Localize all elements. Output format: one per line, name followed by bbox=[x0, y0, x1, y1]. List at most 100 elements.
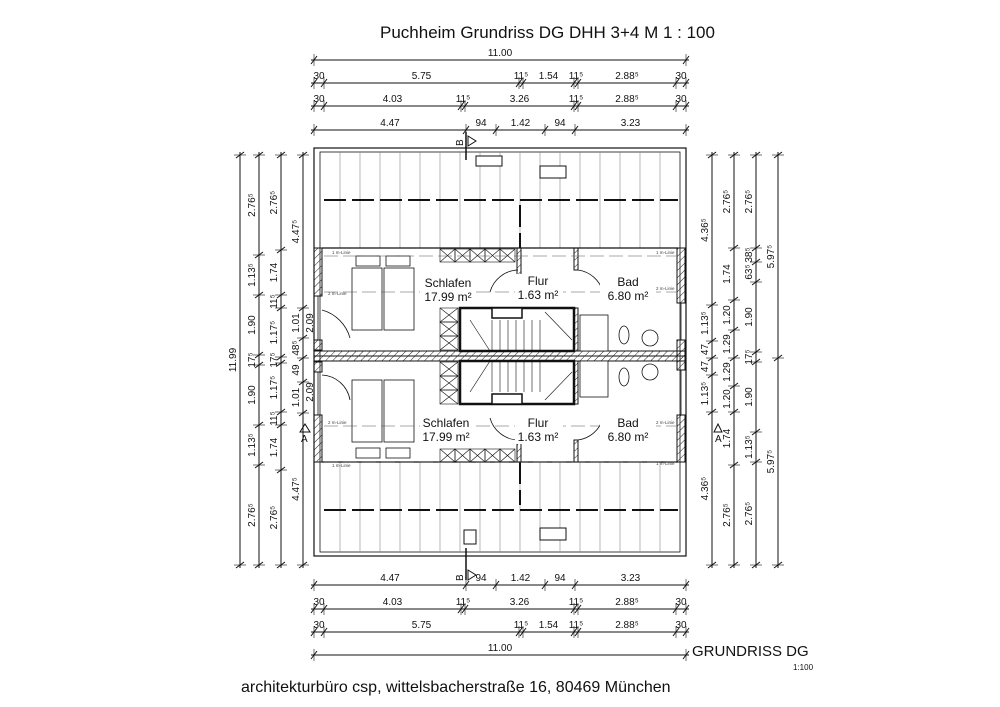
dimension-label: 5.75 bbox=[412, 620, 432, 631]
toilet bbox=[618, 325, 630, 345]
dimension-label: 2.76⁵ bbox=[722, 503, 733, 527]
dimension-label: 1.01 bbox=[291, 387, 302, 407]
dimension-label: 1.74 bbox=[269, 437, 280, 457]
dimension-label: 3.26 bbox=[510, 94, 530, 105]
dim-left-overall: 11.99 bbox=[228, 151, 246, 569]
dimension-label: 1.13⁵ bbox=[700, 311, 711, 335]
dimension-label: 94 bbox=[554, 573, 566, 584]
dimension-label: 11⁵ bbox=[569, 620, 584, 631]
dimension-label: 2.76⁵ bbox=[269, 191, 280, 215]
dimension-label: 30 bbox=[313, 71, 325, 82]
room-area-bad: 6.80 m² bbox=[608, 289, 649, 303]
dimension-label: 1.42 bbox=[511, 573, 531, 584]
dimension-label: 47 bbox=[700, 344, 711, 356]
dimension-label: 4.47⁵ bbox=[291, 220, 302, 244]
line-label-2m: 2 m-Linie bbox=[328, 420, 347, 425]
plan-scale: 1:100 bbox=[793, 663, 814, 672]
dimension-label: 2.88⁵ bbox=[615, 620, 639, 631]
dimension-label: 1.90 bbox=[744, 387, 755, 407]
dimension-label: 11⁵ bbox=[456, 94, 471, 105]
dimension-label: 5.97⁵ bbox=[766, 245, 777, 269]
dimension-label: 5.75 bbox=[412, 71, 432, 82]
dimension-label: 94 bbox=[475, 118, 487, 129]
section-mark-a: A bbox=[715, 434, 722, 445]
dimension-label: 30 bbox=[675, 620, 687, 631]
dimension-label: 30 bbox=[313, 597, 325, 608]
shower bbox=[579, 360, 609, 398]
section-mark-b: B bbox=[455, 574, 466, 581]
section-markers bbox=[299, 132, 723, 581]
wall-flur-bad-bottom bbox=[573, 439, 579, 463]
dimension-label: 11.00 bbox=[488, 48, 513, 59]
dimension-label: 1.54 bbox=[539, 71, 559, 82]
dimension-label: 1.90 bbox=[247, 315, 258, 335]
stair-winder bbox=[469, 319, 491, 352]
dimension-label: 2.76⁵ bbox=[722, 190, 733, 214]
room-name-schlafen: Schlafen bbox=[425, 276, 472, 290]
dimension-label: 11.00 bbox=[488, 643, 513, 654]
room-area-flur: 1.63 m² bbox=[518, 430, 559, 444]
dimension-label: 1.13⁵ bbox=[247, 433, 258, 457]
dimension-label: 2.76⁵ bbox=[744, 502, 755, 526]
dimension-label: 17⁵ bbox=[744, 349, 755, 364]
wall-left-top bbox=[313, 247, 323, 297]
room-name-bad: Bad bbox=[617, 416, 638, 430]
room-area-schlafen: 17.99 m² bbox=[422, 430, 469, 444]
dimension-label: 17⁵ bbox=[247, 352, 258, 367]
dimension-label: 11.99 bbox=[228, 347, 239, 372]
dimension-label: 4.47 bbox=[380, 573, 400, 584]
dimension-label: 1.90 bbox=[247, 385, 258, 405]
dimension-label: 11⁵ bbox=[569, 597, 584, 608]
wardrobe-unit bbox=[499, 248, 516, 263]
wardrobe-unit bbox=[439, 389, 459, 405]
dimension-label: 1.13⁵ bbox=[744, 435, 755, 459]
dimension-label: 2.76⁵ bbox=[269, 506, 280, 530]
dimension-label: 4.03 bbox=[383, 94, 403, 105]
dim-window: 2.09 bbox=[305, 382, 316, 402]
stair-winder bbox=[544, 371, 573, 401]
dimension-label: 63⁵ bbox=[744, 264, 755, 279]
knee-wall-lines bbox=[324, 199, 678, 511]
dimension-label: 2.88⁵ bbox=[615, 94, 639, 105]
architect-address: architekturbüro csp, wittelsbacherstraße… bbox=[241, 679, 671, 696]
dimension-label: 1.13⁵ bbox=[247, 263, 258, 287]
stair-winder bbox=[544, 311, 573, 341]
section-mark-a: A bbox=[301, 434, 308, 445]
wardrobes bbox=[439, 248, 516, 463]
dimension-label: 2.76⁵ bbox=[744, 190, 755, 214]
room-labels: Schlafen 17.99 m² Flur 1.63 m² Bad 6.80 … bbox=[420, 274, 656, 444]
dimension-label: 5.97⁵ bbox=[766, 450, 777, 474]
dimension-label: 1.90 bbox=[744, 307, 755, 327]
beds bbox=[351, 255, 415, 459]
dimension-label: 17⁵ bbox=[269, 352, 280, 367]
dimension-label: 1.29 bbox=[722, 362, 733, 382]
dimension-label: 1.17⁵ bbox=[269, 376, 280, 400]
line-label-2m: 2 m-Linie bbox=[656, 420, 675, 425]
dim-right-col3: 2.76⁵ 38⁵ 63⁵ 1.90 17⁵ 1.90 1.13⁵ 2.76⁵ bbox=[744, 151, 762, 569]
section-mark-b: B bbox=[455, 139, 466, 146]
dimension-label: 38⁵ bbox=[744, 247, 755, 262]
wall-left-bottom bbox=[313, 414, 323, 463]
dimension-label: 1.29 bbox=[722, 334, 733, 354]
dimension-label: 2.88⁵ bbox=[615, 597, 639, 608]
dimension-label: 94 bbox=[554, 118, 566, 129]
line-label-2m: 2 m-Linie bbox=[656, 286, 675, 291]
dimension-label: 49 bbox=[291, 364, 302, 376]
line-label-2m: 2 m-Linie bbox=[328, 291, 347, 296]
dimension-label: 2.76⁵ bbox=[247, 503, 258, 527]
dimension-label: 48⁵ bbox=[291, 340, 302, 355]
dimension-label: 1.42 bbox=[511, 118, 531, 129]
room-name-bad: Bad bbox=[617, 275, 638, 289]
staircase bbox=[458, 306, 576, 406]
dimension-label: 11⁵ bbox=[269, 411, 280, 426]
wall-flur-bad-top bbox=[573, 247, 579, 271]
room-name-flur: Flur bbox=[528, 416, 549, 430]
